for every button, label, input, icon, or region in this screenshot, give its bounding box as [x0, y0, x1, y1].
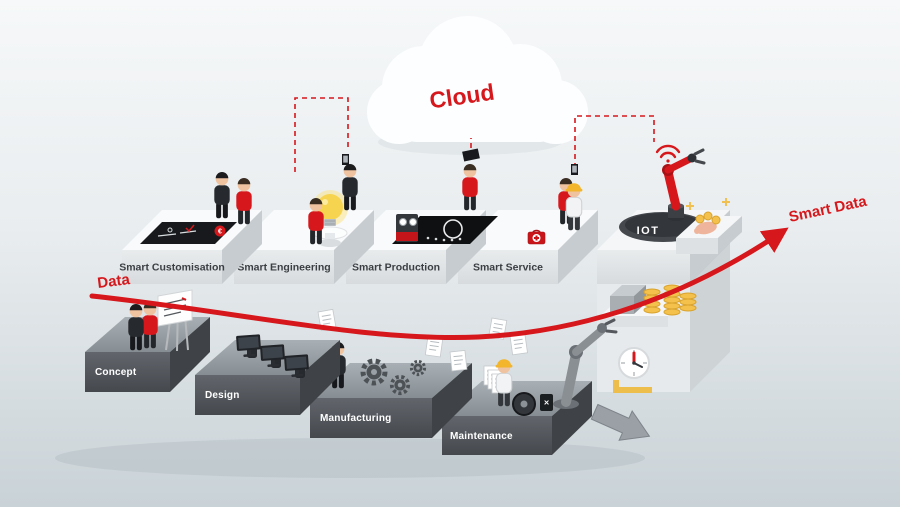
- platform-label: Smart Customisation: [119, 262, 225, 274]
- control-panel-icon: [396, 214, 418, 242]
- lower-block-concept: Concept: [85, 289, 210, 392]
- paper-icon: [449, 349, 468, 372]
- tablet-icon: €: [140, 222, 237, 244]
- tablet-icon: [392, 216, 498, 244]
- dashed-connectors: [294, 97, 655, 172]
- block-label: Concept: [95, 367, 137, 378]
- svg-text:✕: ✕: [544, 400, 550, 407]
- upper-platform-smart-service: Smart Service: [458, 164, 598, 284]
- euro-icon: €: [218, 229, 222, 236]
- lower-block-design: Design: [195, 308, 340, 415]
- upper-platform-smart-engineering: Smart Engineering: [234, 154, 374, 284]
- lightbulb-icon: [312, 190, 348, 247]
- lower-block-maintenance: Maintenance ✕: [442, 317, 618, 455]
- canister-icon: ✕: [540, 394, 553, 411]
- platform-label: Smart Production: [352, 262, 440, 274]
- block-label: Design: [205, 390, 240, 401]
- data-flow-arrow: [89, 227, 789, 340]
- upper-platform-smart-production: Smart Production: [346, 148, 498, 284]
- upper-platform-smart-customisation: Smart Customisation €: [119, 172, 262, 284]
- block-label: Maintenance: [450, 431, 513, 442]
- block-label: Manufacturing: [320, 413, 392, 424]
- chevron-arrow-icon: [590, 403, 651, 441]
- hand-coins-icon: [676, 198, 742, 254]
- robot-arm-icon: [662, 148, 706, 221]
- iot-label: IOT: [637, 225, 660, 237]
- maintenance-robot-icon: [553, 318, 618, 409]
- wifi-icon: [655, 144, 681, 163]
- cloud-icon: [367, 16, 588, 155]
- tablet-icon: [462, 148, 480, 162]
- toolbox-icon: [527, 229, 546, 245]
- money-cube-icon: [610, 285, 646, 314]
- data-label: Data: [96, 271, 131, 292]
- platform-label: Smart Engineering: [237, 262, 330, 274]
- clock-icon: [613, 347, 652, 393]
- paper-icon: [509, 333, 528, 356]
- platform-label: Smart Service: [473, 262, 543, 274]
- lower-block-manufacturing: Manufacturing: [310, 335, 472, 438]
